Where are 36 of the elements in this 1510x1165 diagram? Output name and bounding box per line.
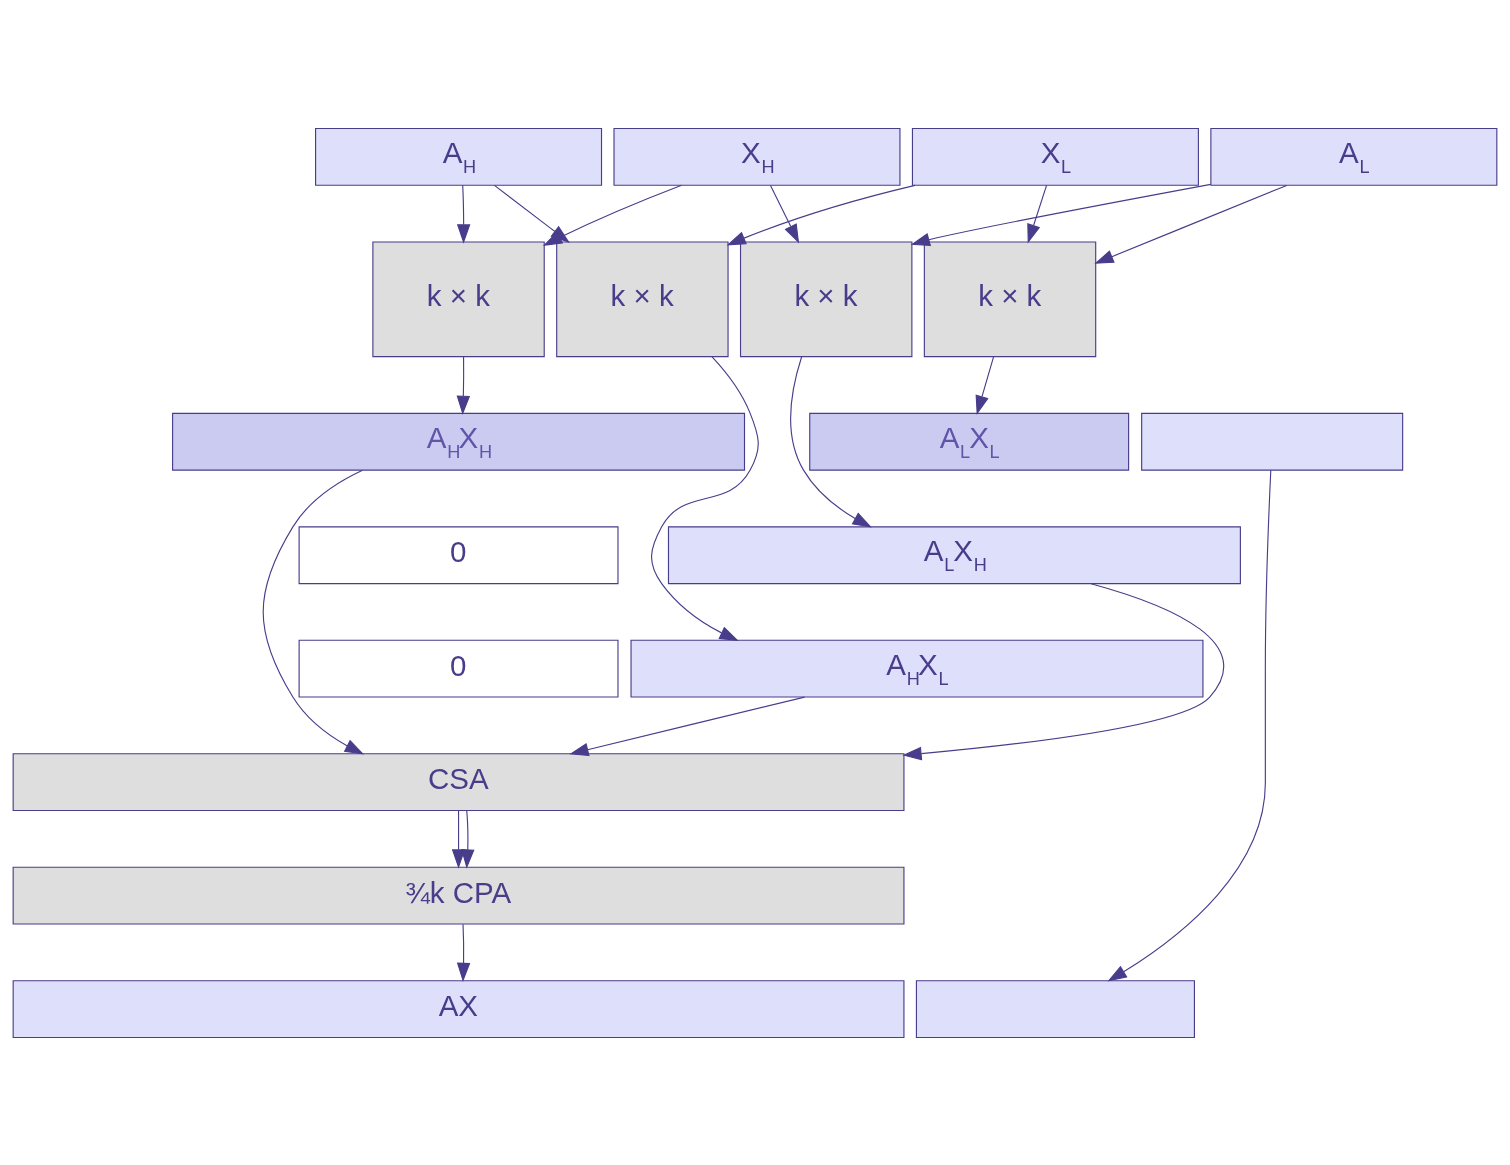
node-box: k × k: [739, 240, 913, 357]
arrow: [456, 923, 471, 982]
node-box: 0: [298, 525, 619, 584]
arrow: [902, 582, 1224, 760]
arrow: [456, 355, 471, 415]
arrow: [910, 183, 1212, 246]
node-box: X$_{H}$: [613, 127, 901, 186]
arrow: [1107, 469, 1272, 981]
node-box: 0: [298, 639, 619, 698]
node-box: ¾k CPA: [12, 866, 905, 925]
node-box: CSA: [12, 752, 905, 811]
arrow: [262, 469, 365, 754]
arrow: [975, 355, 995, 415]
arrow: [790, 355, 872, 528]
node-box: AX: [12, 979, 905, 1038]
arrow: [651, 355, 759, 641]
node-box: A$_{L}$X$_{L}$: [809, 412, 1130, 471]
arrow: [569, 696, 806, 756]
node-box: A$_{L}$X$_{H}$: [667, 525, 1241, 584]
node-box: A$_{L}$: [1210, 127, 1498, 186]
node-box: k × k: [556, 240, 729, 357]
arrow: [1094, 184, 1288, 264]
arrow: [769, 184, 800, 243]
node-box: k × k: [923, 240, 1097, 357]
arrow: [456, 184, 471, 244]
node-box: A$_{H}$X$_{H}$: [172, 412, 746, 471]
arrow: [451, 809, 466, 869]
arrow: [726, 184, 916, 245]
arrow: [461, 809, 475, 869]
node-box: A$_{H}$: [315, 127, 603, 186]
node-box: k × k: [372, 240, 545, 357]
node-box: [915, 979, 1195, 1038]
node-box: [1141, 412, 1404, 471]
node-box: X$_{L}$: [911, 127, 1199, 186]
node-box: A$_{H}$X$_{L}$: [630, 639, 1204, 698]
arrow: [1027, 184, 1048, 244]
